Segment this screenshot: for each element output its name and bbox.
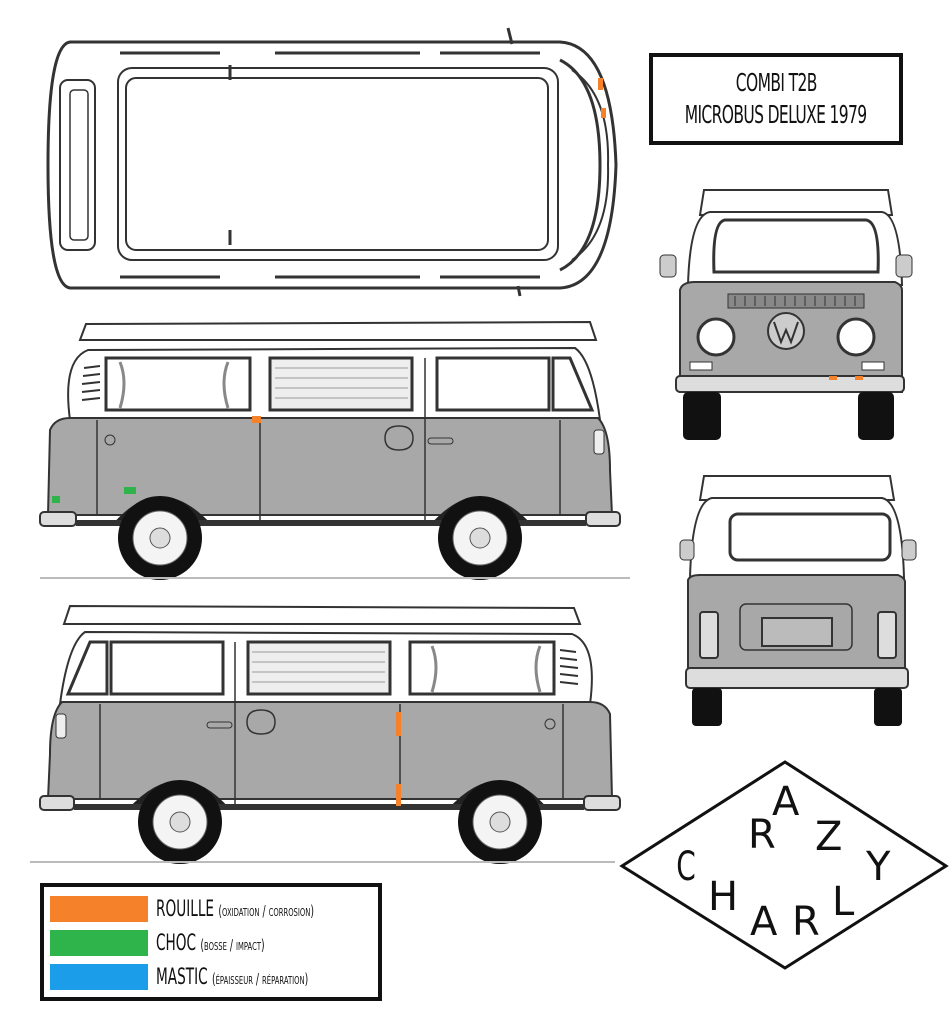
rust-mark <box>855 376 863 380</box>
rust-mark <box>252 416 261 423</box>
impact-mark <box>124 487 136 494</box>
rust-mark <box>601 108 606 118</box>
legend-detail: (bosse / impact) <box>200 935 265 954</box>
damage-legend: ROUILLE (oxidation / corrosion) CHOC (bo… <box>40 883 382 1001</box>
title-line-1: COMBI T2B <box>735 68 818 97</box>
svg-text:A: A <box>750 899 778 945</box>
svg-text:R: R <box>748 812 776 858</box>
legend-swatch-blue <box>50 964 148 990</box>
title-line-2: MICROBUS DELUXE 1979 <box>685 100 867 129</box>
svg-text:Z: Z <box>815 814 842 860</box>
svg-text:C: C <box>676 844 696 890</box>
van-top-view <box>46 27 618 297</box>
legend-detail: (épaisseur / réparation) <box>211 969 309 988</box>
van-side-view-left <box>38 604 622 866</box>
van-side-view-right <box>38 320 622 582</box>
svg-text:Y: Y <box>865 844 891 890</box>
model-title-box: COMBI T2B MICROBUS DELUXE 1979 <box>649 53 903 145</box>
van-rear-view <box>679 475 917 726</box>
legend-label: CHOC <box>156 930 197 956</box>
rust-mark <box>396 784 401 806</box>
legend-item-mastic: MASTIC (épaisseur / réparation) <box>50 960 372 994</box>
svg-text:H: H <box>708 874 738 920</box>
legend-label: MASTIC <box>156 964 208 990</box>
van-front-view <box>659 189 913 440</box>
legend-swatch-green <box>50 930 148 956</box>
legend-detail: (oxidation / corrosion) <box>218 901 315 920</box>
legend-item-choc: CHOC (bosse / impact) <box>50 926 372 960</box>
rust-mark <box>598 78 603 90</box>
impact-mark <box>52 496 60 503</box>
legend-swatch-orange <box>50 896 148 922</box>
legend-label: ROUILLE <box>156 896 215 922</box>
svg-text:L: L <box>832 879 855 925</box>
legend-item-rouille: ROUILLE (oxidation / corrosion) <box>50 892 372 926</box>
crazy-charly-logo: C H R A A R Z L Y <box>619 760 949 970</box>
rust-mark <box>396 712 401 736</box>
svg-text:R: R <box>792 899 820 945</box>
rust-mark <box>829 376 837 380</box>
svg-text:A: A <box>772 779 800 825</box>
